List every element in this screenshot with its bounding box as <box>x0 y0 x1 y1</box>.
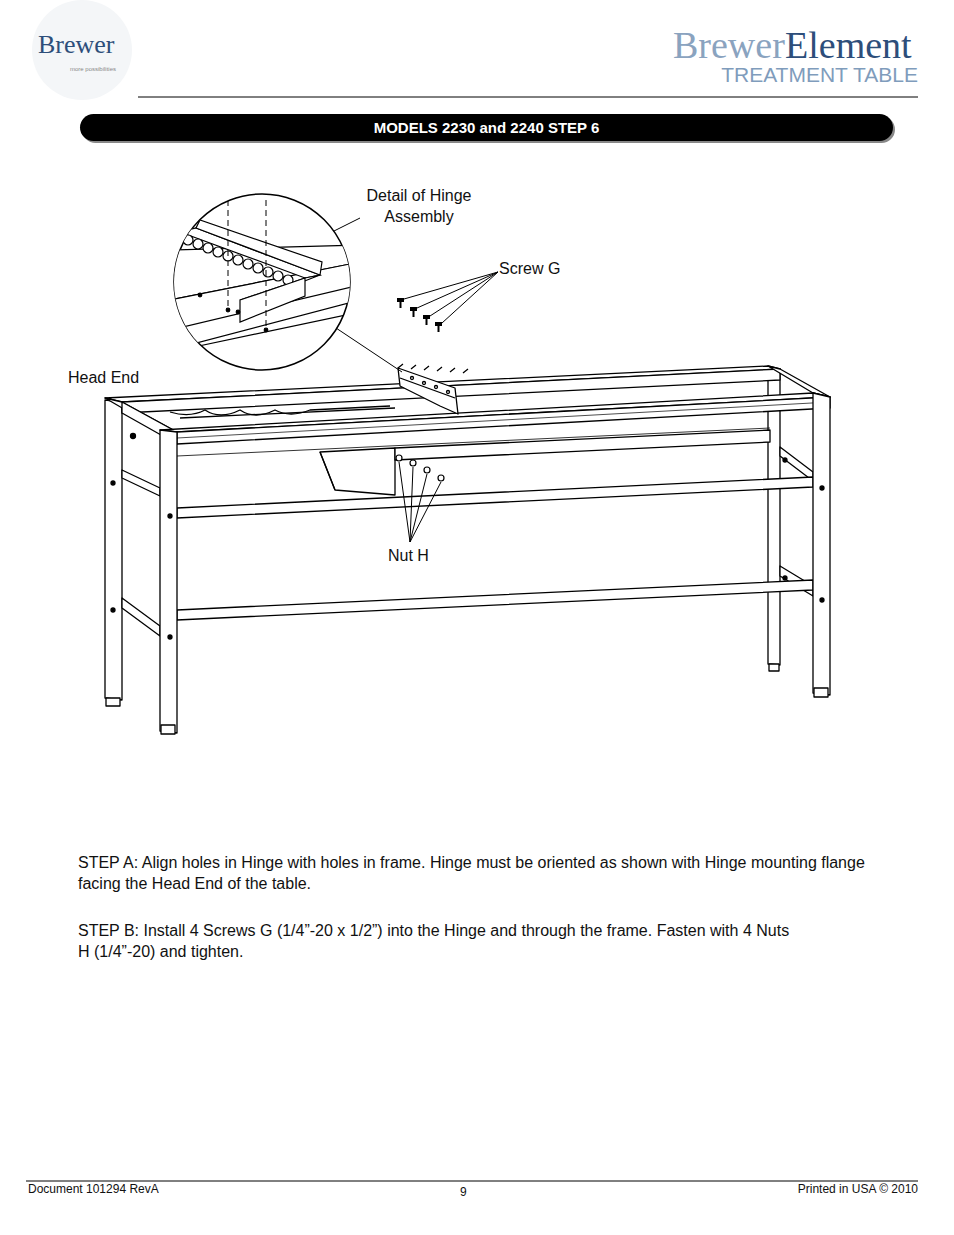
logo-circle <box>32 0 132 100</box>
page-number: 9 <box>460 1185 467 1201</box>
brand-name: Brewer <box>673 26 785 64</box>
brand-name: Element <box>785 26 912 64</box>
nut-h <box>396 455 444 481</box>
table-frame <box>105 364 830 734</box>
step-banner: MODELS 2230 and 2240 STEP 6 <box>80 114 893 141</box>
callout-label: Head End <box>68 368 139 389</box>
hinge-detail <box>170 194 360 370</box>
callout-label: Detail of Hinge Assembly <box>352 186 486 228</box>
footer-rule <box>26 1181 918 1182</box>
logo-text: Brewer <box>38 32 115 58</box>
part-label: Nut H <box>388 546 429 567</box>
logo-tagline: more possibilities <box>70 66 116 74</box>
footer-text: Printed in USA © 2010 <box>798 1182 918 1198</box>
screw-g <box>397 298 442 332</box>
part-label: Screw G <box>499 259 560 280</box>
instruction-text: STEP B: Install 4 Screws G (1/4”-20 x 1/… <box>78 921 798 963</box>
brand-subtitle: TREATMENT TABLE <box>721 64 918 85</box>
instruction-text: STEP A: Align holes in Hinge with holes … <box>78 853 908 895</box>
footer-text: Document 101294 RevA <box>28 1182 159 1198</box>
header-rule <box>138 97 918 98</box>
